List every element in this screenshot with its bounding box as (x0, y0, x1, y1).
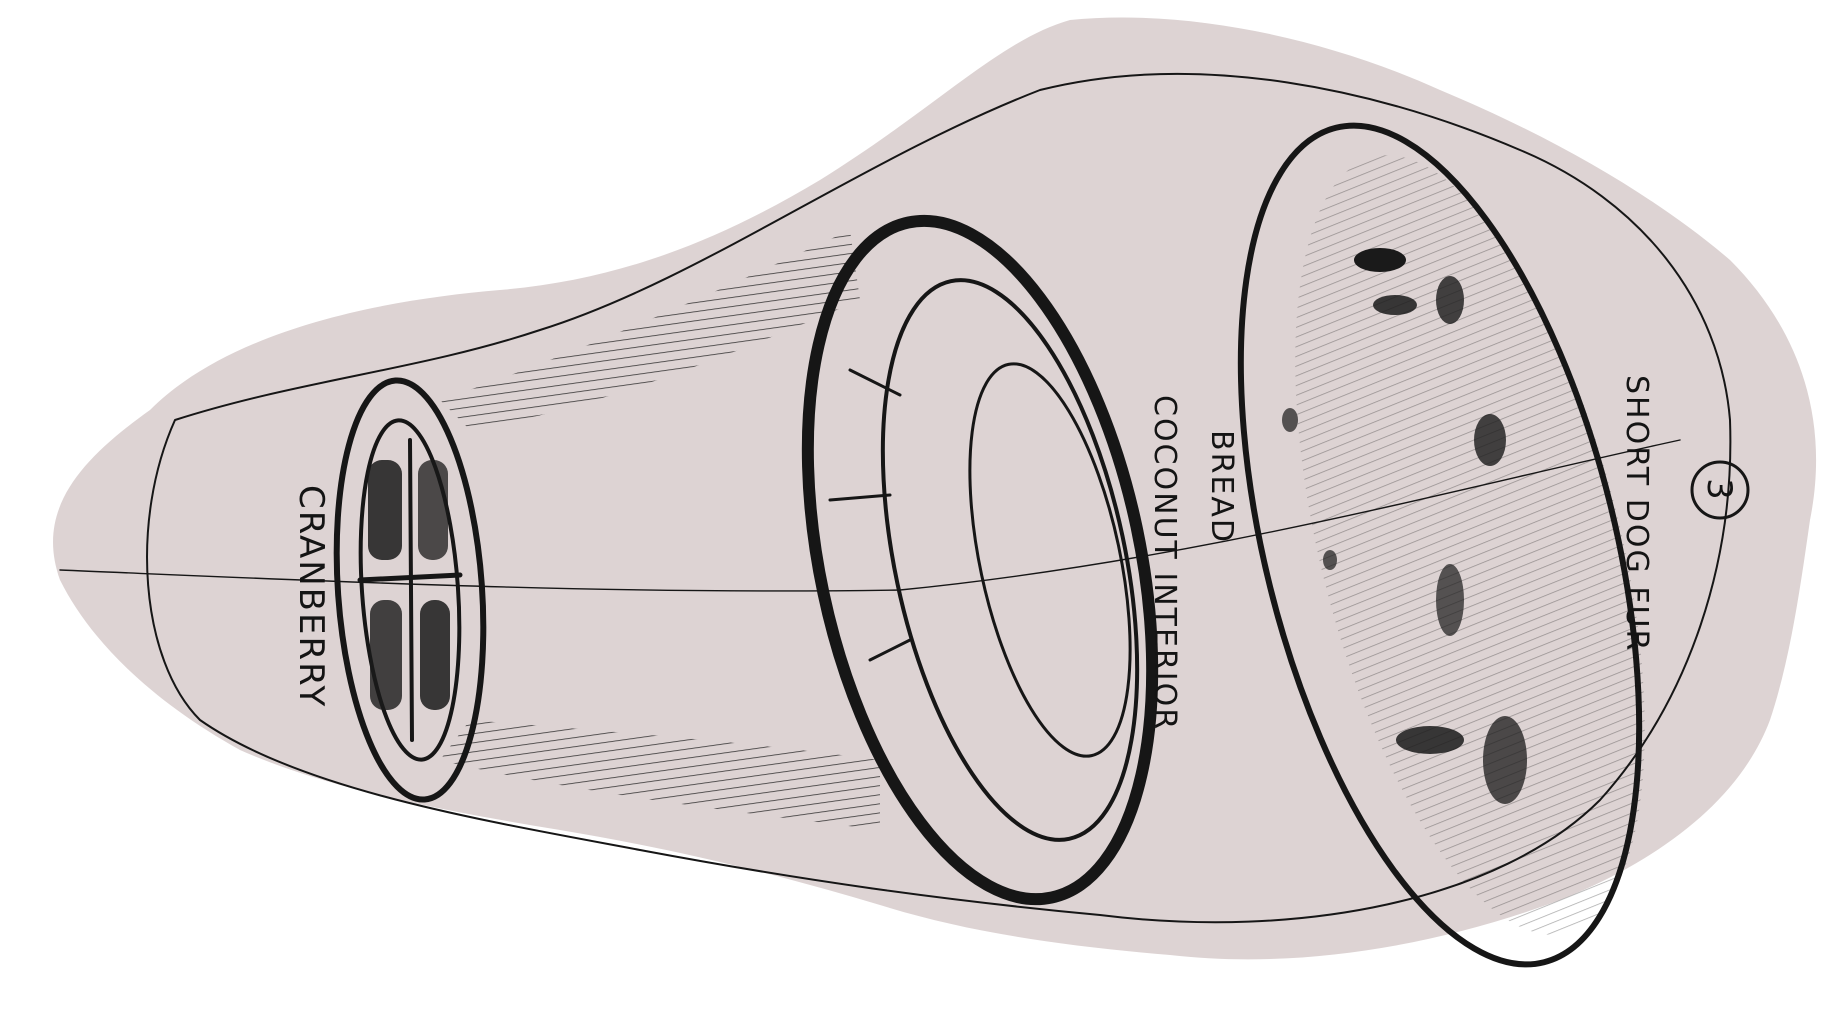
label-coconut-interior: COCONUT INTERIOR (1147, 395, 1182, 731)
label-cranberry: CRANBERRY (291, 485, 331, 708)
label-bread: BREAD (1204, 430, 1239, 544)
label-short-dog-fur: SHORT DOG FUR (1619, 375, 1654, 652)
page-number: 3 (1699, 478, 1739, 502)
